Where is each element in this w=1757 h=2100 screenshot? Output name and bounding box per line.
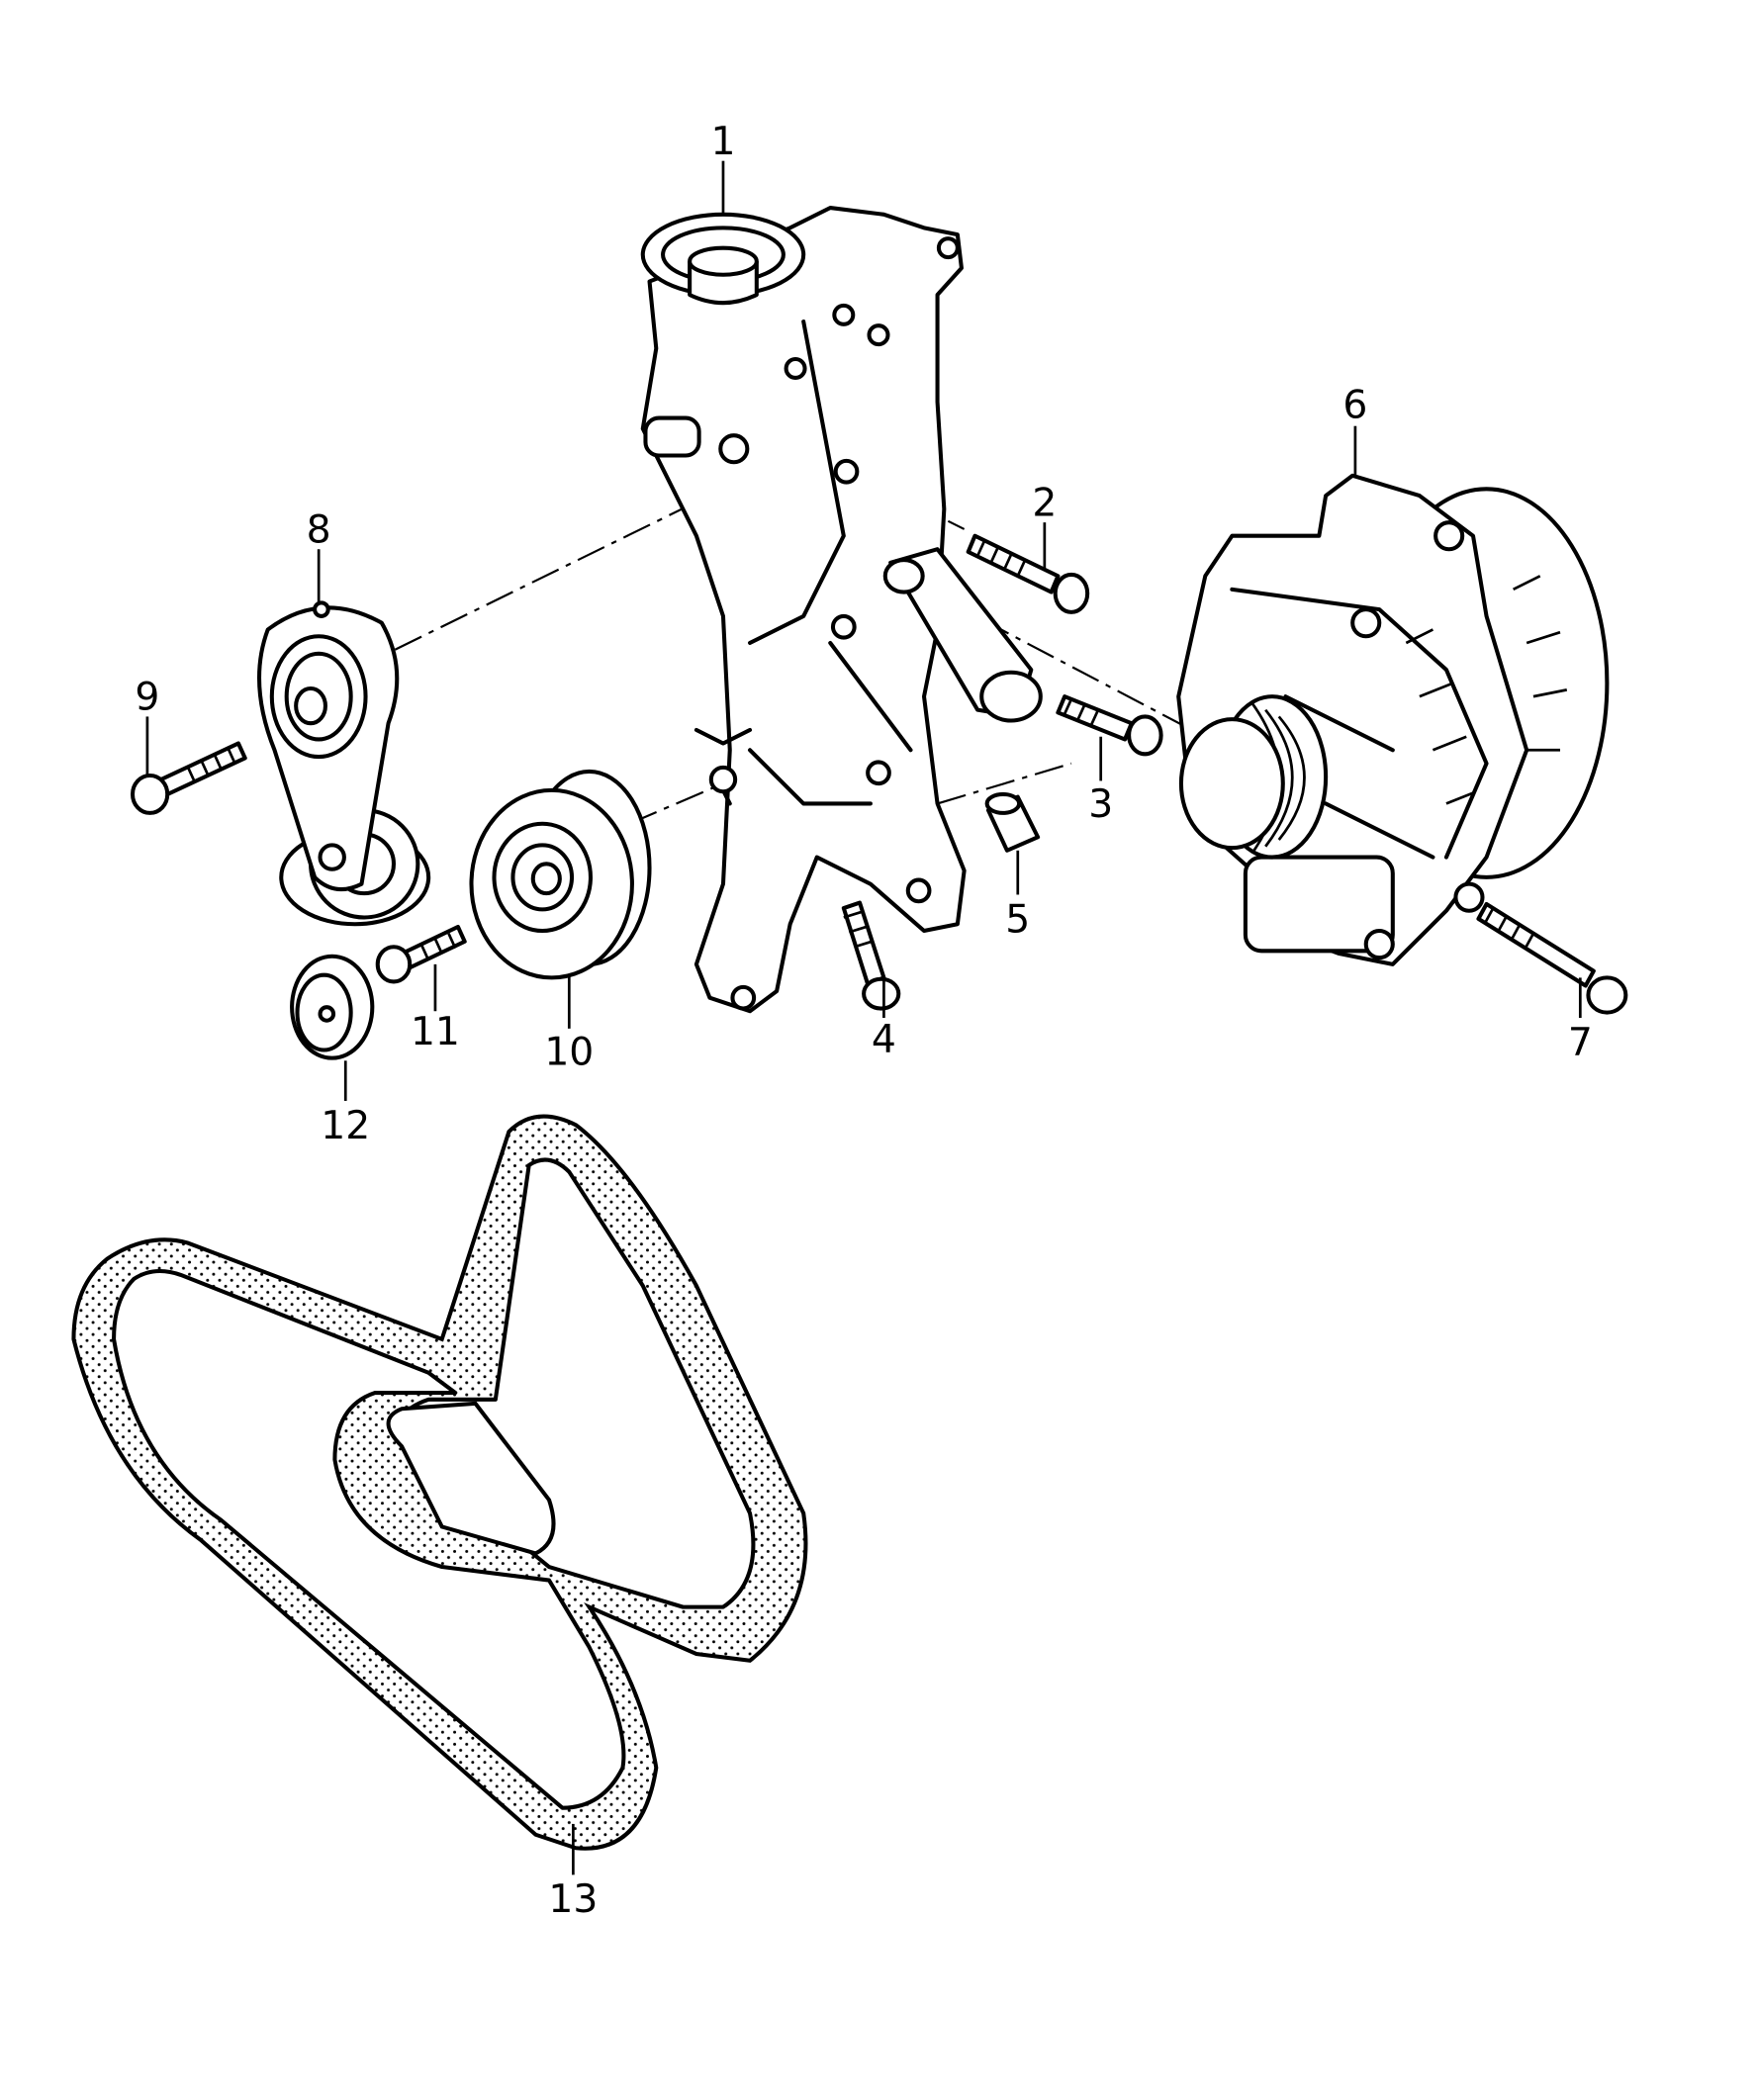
part-4-bolt[interactable]: [841, 900, 901, 1011]
part-9-bolt[interactable]: [130, 741, 247, 815]
part-3-bolt[interactable]: [1056, 694, 1163, 757]
callout-2: 2: [1032, 481, 1057, 525]
part-11-bolt[interactable]: [375, 924, 467, 984]
part-13-poly-v-belt[interactable]: [71, 1114, 808, 1851]
callout-4: 4: [872, 1018, 896, 1062]
part-12-cover-cap[interactable]: [290, 954, 375, 1060]
callout-9: 9: [135, 676, 159, 720]
leader-lines: [145, 160, 1582, 1875]
callout-3: 3: [1088, 782, 1113, 827]
part-2-bolt[interactable]: [966, 533, 1090, 614]
callout-12: 12: [321, 1104, 370, 1148]
part-8-belt-tensioner[interactable]: [257, 600, 431, 927]
tensioner-arm-mount[interactable]: [882, 547, 1043, 723]
callout-11: 11: [411, 1010, 460, 1054]
callout-13: 13: [548, 1877, 598, 1922]
callout-1: 1: [710, 120, 735, 164]
callout-6: 6: [1342, 384, 1367, 428]
callout-10: 10: [544, 1030, 594, 1074]
callout-5: 5: [1005, 897, 1030, 942]
callout-7: 7: [1568, 1021, 1593, 1065]
part-1-accessory-bracket[interactable]: [640, 206, 967, 1014]
part-7-bolt[interactable]: [1453, 881, 1628, 1015]
part-6-alternator[interactable]: [1176, 473, 1610, 966]
callout-8: 8: [307, 507, 331, 552]
part-5-sleeve[interactable]: [984, 791, 1041, 853]
part-10-idler-pulley[interactable]: [469, 769, 652, 980]
callout-labels: 1 2 3 4 5 6 7 8 9 10 11 12 13: [135, 120, 1592, 1922]
